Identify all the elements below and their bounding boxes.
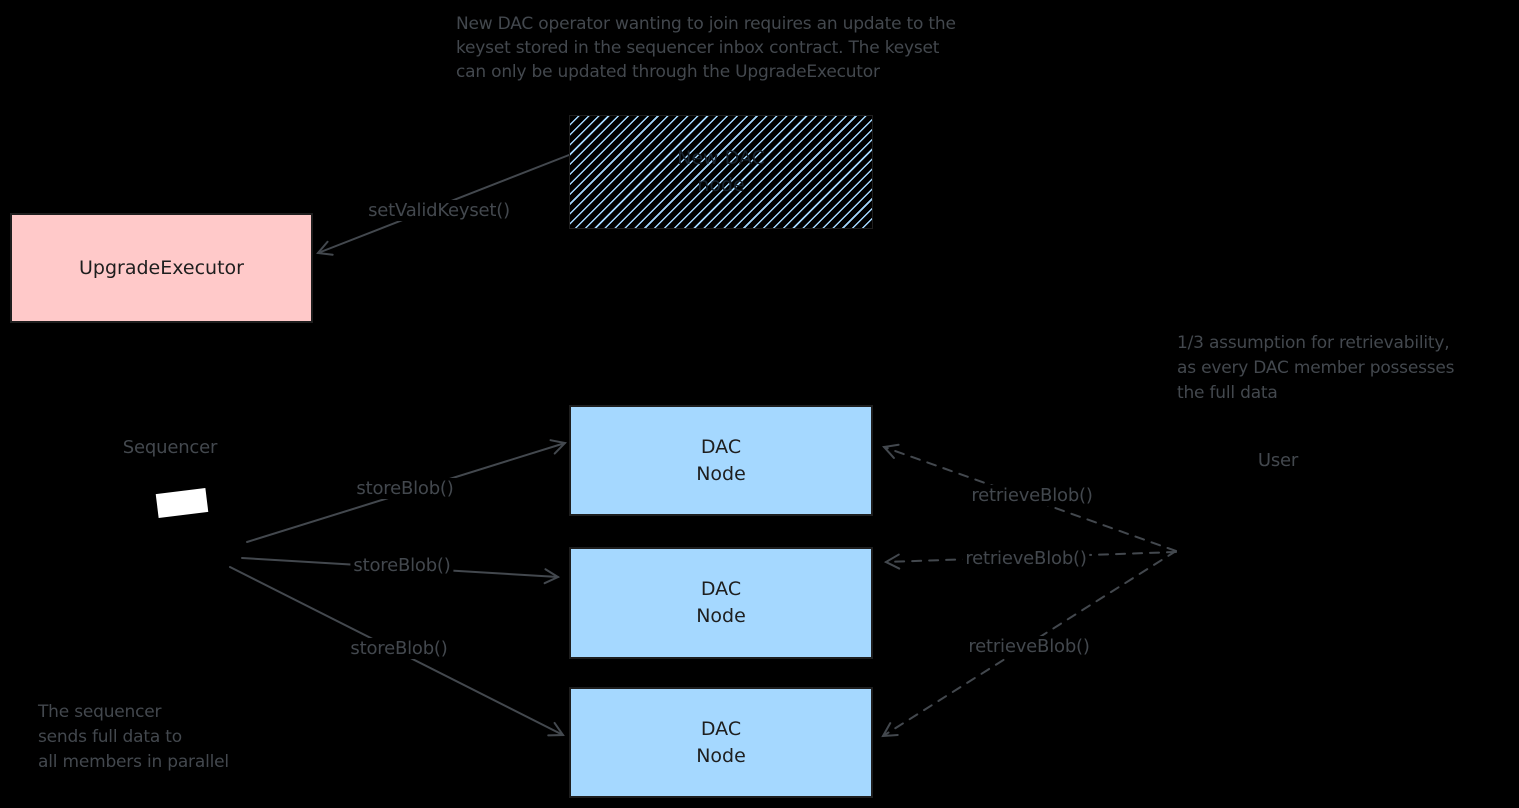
dac-node-3-label-line1: DAC: [700, 717, 742, 740]
set-valid-keyset-label: setValidKeyset(): [365, 200, 513, 221]
dac-node-box-2: DAC Node: [569, 547, 873, 659]
retrieve-blob-label-1: retrieveBlob(): [968, 485, 1096, 506]
top-note: New DAC operator wanting to join require…: [456, 14, 956, 82]
dac-node-1-label-line2: Node: [696, 462, 746, 485]
new-dac-node-box: New DAC node: [569, 115, 873, 229]
dac-node-3-label-line2: Node: [696, 744, 746, 767]
store-blob-label-3: storeBlob(): [347, 638, 451, 659]
store-blob-label-1: storeBlob(): [353, 478, 457, 499]
retrieve-blob-label-2: retrieveBlob(): [962, 548, 1090, 569]
sequencer-label: Sequencer: [122, 437, 218, 458]
new-dac-node-label-line2: node: [697, 174, 745, 196]
sequencer-note: The sequencer sends full data to all mem…: [38, 702, 229, 772]
retrieve-blob-label-3: retrieveBlob(): [965, 636, 1093, 657]
assumption-note: 1/3 assumption for retrievability, as ev…: [1177, 333, 1455, 403]
dac-node-1-label-line1: DAC: [700, 435, 742, 458]
dac-node-box-3: DAC Node: [569, 687, 873, 798]
dac-node-box-1: DAC Node: [569, 405, 873, 516]
new-dac-node-label-line1: New DAC: [677, 147, 765, 169]
dac-node-2-label-line1: DAC: [700, 578, 742, 600]
upgrade-executor-box: UpgradeExecutor: [10, 213, 313, 323]
store-blob-label-2: storeBlob(): [350, 555, 454, 576]
user-label: User: [1257, 450, 1299, 471]
dac-node-2-label-line2: Node: [696, 605, 746, 627]
upgrade-executor-label: UpgradeExecutor: [79, 256, 244, 279]
